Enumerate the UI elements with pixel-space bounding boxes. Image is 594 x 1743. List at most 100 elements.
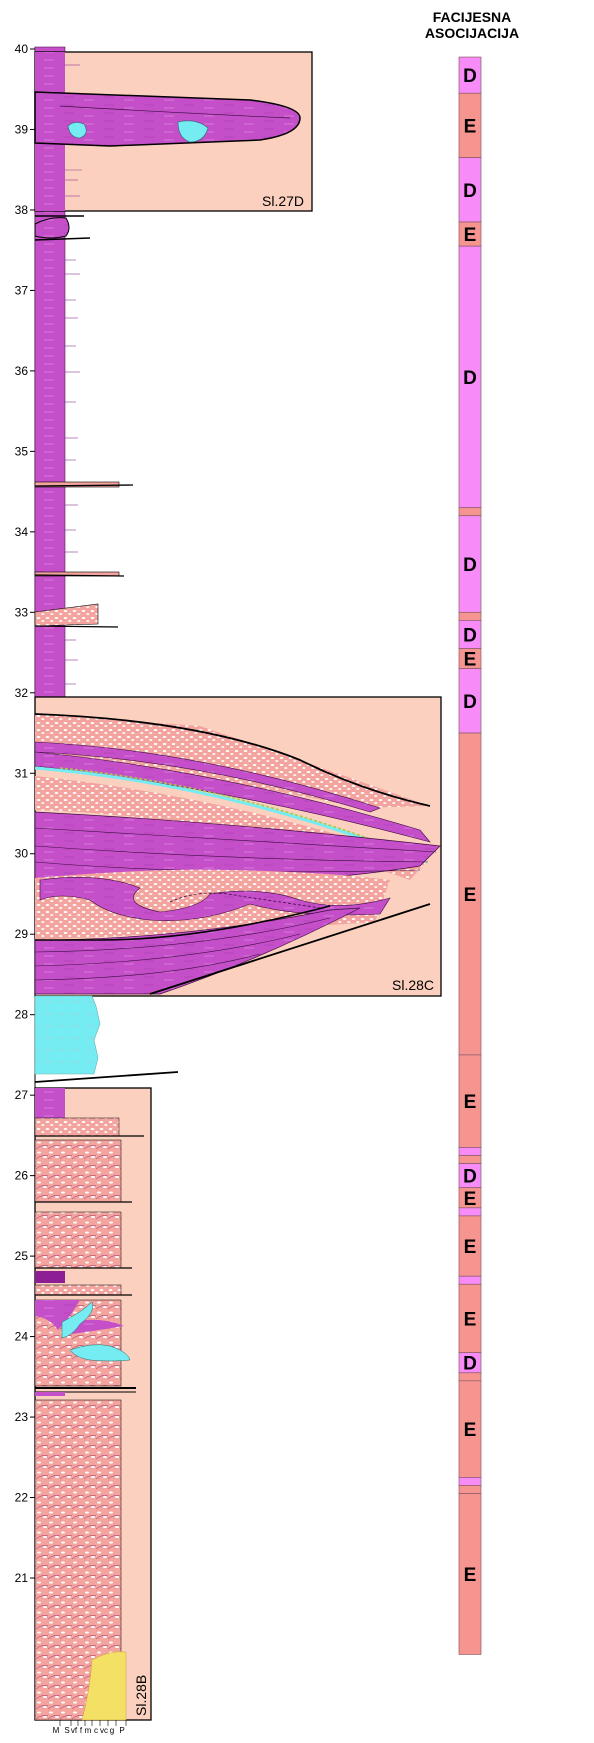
depth-tick-label: 27 [15, 1088, 29, 1102]
facies-code-label: E [464, 885, 477, 906]
facies-code-label: E [464, 1189, 477, 1210]
upper-section: Sl.27D [34, 46, 313, 700]
facies-segment [458, 1147, 482, 1156]
upper-sand-wedge [35, 714, 430, 808]
depth-tick-label: 25 [15, 1249, 29, 1263]
mudstone-clast-23-2 [35, 1300, 80, 1330]
mudstone-column-lower [35, 1088, 65, 1118]
facies-code-label: D [463, 625, 477, 646]
grain-size-label: S [64, 1726, 69, 1735]
depth-tick-label: 37 [15, 283, 29, 297]
slump-fold-dashed [169, 892, 321, 909]
facies-code-label: E [464, 1565, 477, 1586]
figure-label-27D: Sl.27D [262, 193, 304, 209]
facies-code-label: E [464, 1092, 477, 1113]
depth-tick-label: 26 [15, 1169, 29, 1183]
depth-tick-label: 40 [15, 42, 29, 56]
figure-label-28B: Sl.28B [133, 1675, 149, 1716]
calcite-nodule-2 [177, 120, 209, 143]
facies-segment [458, 1372, 482, 1382]
facies-code-label: E [464, 1309, 477, 1330]
grain-size-label: g [110, 1726, 114, 1735]
grain-size-label: f [80, 1726, 83, 1735]
facies-code-label: D [463, 66, 477, 87]
upper-erosive-surface [34, 713, 431, 807]
figure-label-28C: Sl.28C [392, 977, 434, 993]
sand-bed-32-5 [34, 603, 99, 627]
lamina-marks [65, 64, 82, 685]
facies-segment [458, 507, 482, 517]
sand-bed-25 [34, 1139, 122, 1203]
facies-code-label: D [463, 181, 477, 202]
depth-tick-label: 35 [15, 444, 29, 458]
lens-internal-line [59, 105, 291, 119]
depth-tick-label: 32 [15, 686, 29, 700]
depth-tick-label: 34 [15, 525, 29, 539]
bed-boundary-34-2 [34, 484, 134, 487]
facies-code-label: D [463, 1354, 477, 1375]
facies-header-line1: FACIJESNA [433, 9, 512, 25]
lower-laminae [34, 917, 331, 981]
calcite-bed [34, 995, 101, 1075]
facies-segment [458, 611, 482, 621]
depth-tick-label: 21 [15, 1571, 29, 1585]
sand-bed-24-2 [34, 1211, 122, 1269]
bed-boundary-37-5 [34, 237, 91, 241]
depth-tick-label: 39 [15, 122, 29, 136]
depth-tick-label: 29 [15, 927, 29, 941]
mudstone-22-1 [35, 1392, 65, 1396]
erosive-line-28-4 [149, 903, 431, 995]
depth-tick-label: 22 [15, 1491, 29, 1505]
bed-boundary-32-3 [34, 625, 119, 628]
depth-tick-label: 33 [15, 605, 29, 619]
depth-tick-label: 24 [15, 1330, 29, 1344]
facies-segment [458, 1275, 482, 1285]
basal-erosive-surface [35, 905, 331, 941]
facies-segment [458, 1493, 482, 1655]
mudstone-streak-23 [70, 1319, 124, 1334]
depth-tick-label: 31 [15, 766, 29, 780]
mudstone-band-30-8 [34, 741, 381, 813]
grain-size-label: c [94, 1726, 98, 1735]
depth-tick-label: 23 [15, 1410, 29, 1424]
small-lens-37-6 [34, 217, 70, 239]
facies-code-label: D [463, 368, 477, 389]
facies-header-line2: ASOCIJACIJA [425, 25, 519, 41]
grain-size-label: vf [71, 1726, 78, 1735]
mudstone-lens-39m [34, 91, 301, 147]
facies-code-label: E [464, 1420, 477, 1441]
calcite-clast-22-8 [69, 1344, 131, 1362]
bed-boundary-33 [34, 574, 125, 577]
grain-size-label: P [119, 1726, 124, 1735]
facies-segment [458, 1485, 482, 1494]
facies-code-label: D [463, 555, 477, 576]
facies-segment [458, 1155, 482, 1164]
facies-code-label: D [463, 1167, 477, 1188]
slump-mudstone [39, 877, 391, 921]
mudstone-23-7 [35, 1271, 65, 1283]
grain-size-label: vc [100, 1726, 108, 1735]
lower-mudstone-wedge [34, 907, 361, 995]
middle-section: Sl.28C [34, 696, 442, 997]
sand-bed-21 [34, 1399, 122, 1721]
facies-segment [458, 1207, 482, 1217]
facies-code-label: E [464, 225, 477, 246]
calcite-unit [34, 995, 179, 1083]
calcite-clast-23-2 [61, 1301, 93, 1339]
bed-boundary-26-3 [34, 1071, 179, 1083]
grain-size-label: m [85, 1726, 92, 1735]
sand-bed-23-5 [34, 1284, 122, 1296]
facies-code-label: E [464, 1237, 477, 1258]
facies-code-label: D [463, 692, 477, 713]
depth-tick-label: 28 [15, 1008, 29, 1022]
grain-size-label: M [53, 1726, 60, 1735]
depth-tick-label: 36 [15, 364, 29, 378]
depth-tick-label: 38 [15, 203, 29, 217]
depth-tick-label: 30 [15, 847, 29, 861]
facies-code-label: E [464, 116, 477, 137]
facies-segment [458, 1477, 482, 1486]
